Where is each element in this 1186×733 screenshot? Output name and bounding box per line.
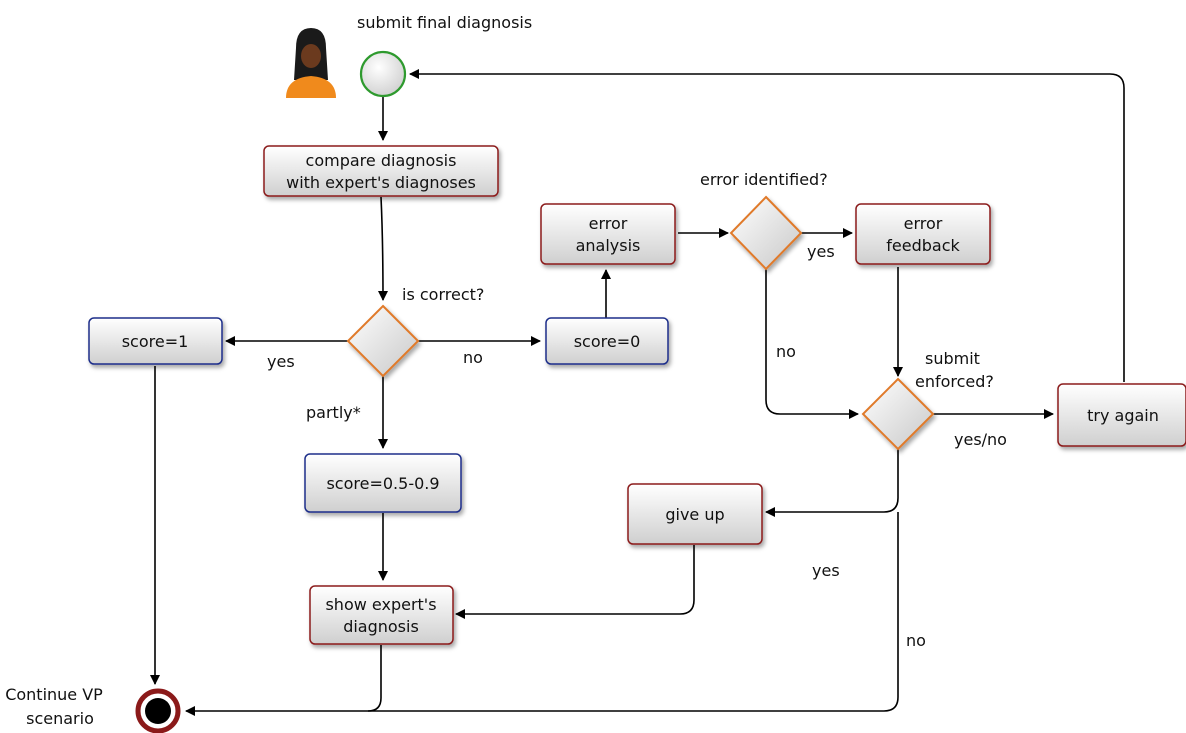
- edge-label-correct-partly: partly*: [306, 403, 361, 422]
- edge-label-enforced-yes-no: yes/no: [954, 430, 1007, 449]
- start-event[interactable]: [359, 50, 407, 98]
- edges: [150, 69, 1125, 716]
- edge-submit-enforced-to-give-up: [765, 449, 899, 517]
- decision-is-correct-label: is correct?: [402, 285, 484, 304]
- actor-icon: [286, 28, 336, 98]
- task-compare-line2: with expert's diagnoses: [286, 173, 476, 192]
- decision-submit-enforced-line1: submit: [925, 349, 980, 368]
- task-error-analysis-line1: error: [589, 214, 628, 233]
- end-event[interactable]: [135, 688, 181, 733]
- edge-show-expert-to-end: [367, 645, 382, 712]
- task-give-up-label: give up: [665, 505, 724, 524]
- task-error-analysis-line2: analysis: [576, 236, 641, 255]
- decision-is-correct[interactable]: [346, 304, 420, 378]
- edge-label-enforced-no: no: [906, 631, 926, 650]
- task-score-zero-label: score=0: [574, 332, 641, 351]
- end-label-line2: scenario: [26, 709, 94, 728]
- task-error-feedback-line2: feedback: [886, 236, 960, 255]
- task-show-expert-diagnosis[interactable]: show expert's diagnosis: [309, 585, 454, 645]
- task-show-expert-line2: diagnosis: [343, 617, 419, 636]
- edge-compare-to-is-correct: [377, 196, 388, 301]
- task-error-feedback-line1: error: [904, 214, 943, 233]
- edge-submit-enforced-no-to-end: [185, 512, 899, 716]
- decision-submit-enforced[interactable]: [861, 377, 935, 451]
- task-compare-line1: compare diagnosis: [306, 151, 457, 170]
- task-score-partial[interactable]: score=0.5-0.9: [304, 453, 462, 513]
- edge-label-correct-yes: yes: [267, 352, 295, 371]
- start-label: submit final diagnosis: [357, 13, 532, 32]
- edge-label-identified-no: no: [776, 342, 796, 361]
- decision-error-identified-label: error identified?: [700, 170, 828, 189]
- edge-give-up-to-show-expert: [455, 545, 695, 619]
- task-give-up[interactable]: give up: [627, 483, 763, 545]
- task-error-analysis[interactable]: error analysis: [540, 203, 676, 265]
- end-label-line1: Continue VP: [5, 685, 103, 704]
- task-error-feedback[interactable]: error feedback: [855, 203, 991, 265]
- decision-submit-enforced-line2: enforced?: [915, 372, 994, 391]
- task-score-zero[interactable]: score=0: [545, 317, 669, 365]
- decision-error-identified[interactable]: [729, 195, 803, 271]
- task-score-partial-label: score=0.5-0.9: [326, 474, 439, 493]
- edge-label-identified-yes: yes: [807, 242, 835, 261]
- task-score-one-label: score=1: [122, 332, 189, 351]
- task-score-one[interactable]: score=1: [88, 317, 223, 365]
- edge-error-identified-to-submit-enforced: [765, 269, 859, 419]
- task-try-again[interactable]: try again: [1057, 383, 1186, 447]
- edge-try-again-to-start: [409, 69, 1125, 382]
- task-show-expert-line1: show expert's: [325, 595, 436, 614]
- edge-label-enforced-yes: yes: [812, 561, 840, 580]
- task-compare-diagnosis[interactable]: compare diagnosis with expert's diagnose…: [263, 145, 499, 197]
- edge-label-correct-no: no: [463, 348, 483, 367]
- task-try-again-label: try again: [1087, 406, 1159, 425]
